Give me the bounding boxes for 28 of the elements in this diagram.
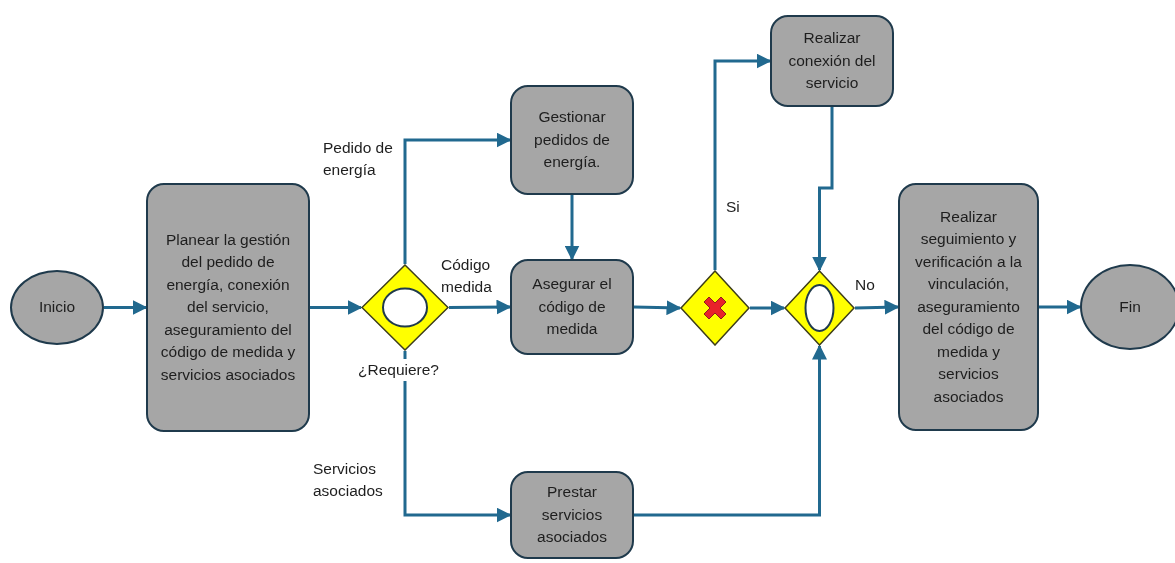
gateway-caption: ¿Requiere? [358, 359, 439, 381]
connector-arrow [449, 299, 512, 315]
connector-arrow [812, 107, 834, 272]
connector-arrow [403, 351, 512, 523]
connector-arrow [634, 344, 827, 517]
connector-arrow [310, 300, 363, 315]
node-text: Realizar conexión del servicio [787, 28, 877, 94]
process-box [510, 471, 634, 559]
connector-arrow [750, 300, 786, 316]
connector-arrow [104, 300, 148, 315]
process-box [898, 183, 1039, 431]
node-text: Realizar seguimiento y verificación a la vinculación, aseguramiento del código de medida y servicios asociados [914, 206, 1023, 407]
connector-arrow [854, 299, 900, 315]
node-text: Inicio [38, 297, 76, 318]
connector-arrow [1039, 299, 1082, 315]
connector-arrow [633, 300, 682, 316]
node-text: Prestar servicios asociados [536, 482, 608, 548]
connector-arrow [564, 195, 580, 261]
process-box [510, 259, 634, 355]
connector-arrow [713, 53, 772, 270]
node-text: Fin [1119, 296, 1141, 317]
process-box [770, 15, 894, 107]
connector-arrow [403, 132, 512, 264]
node-text: Asegurar el código de medida [531, 274, 613, 340]
node-text: Planear la gestión del pedido de energía, conexión del servicio, aseguramiento del código de medida y servicios asociados [159, 229, 297, 385]
process-box [146, 183, 310, 432]
node-text: Gestionar pedidos de energía. [533, 107, 611, 173]
process-box [510, 85, 634, 195]
